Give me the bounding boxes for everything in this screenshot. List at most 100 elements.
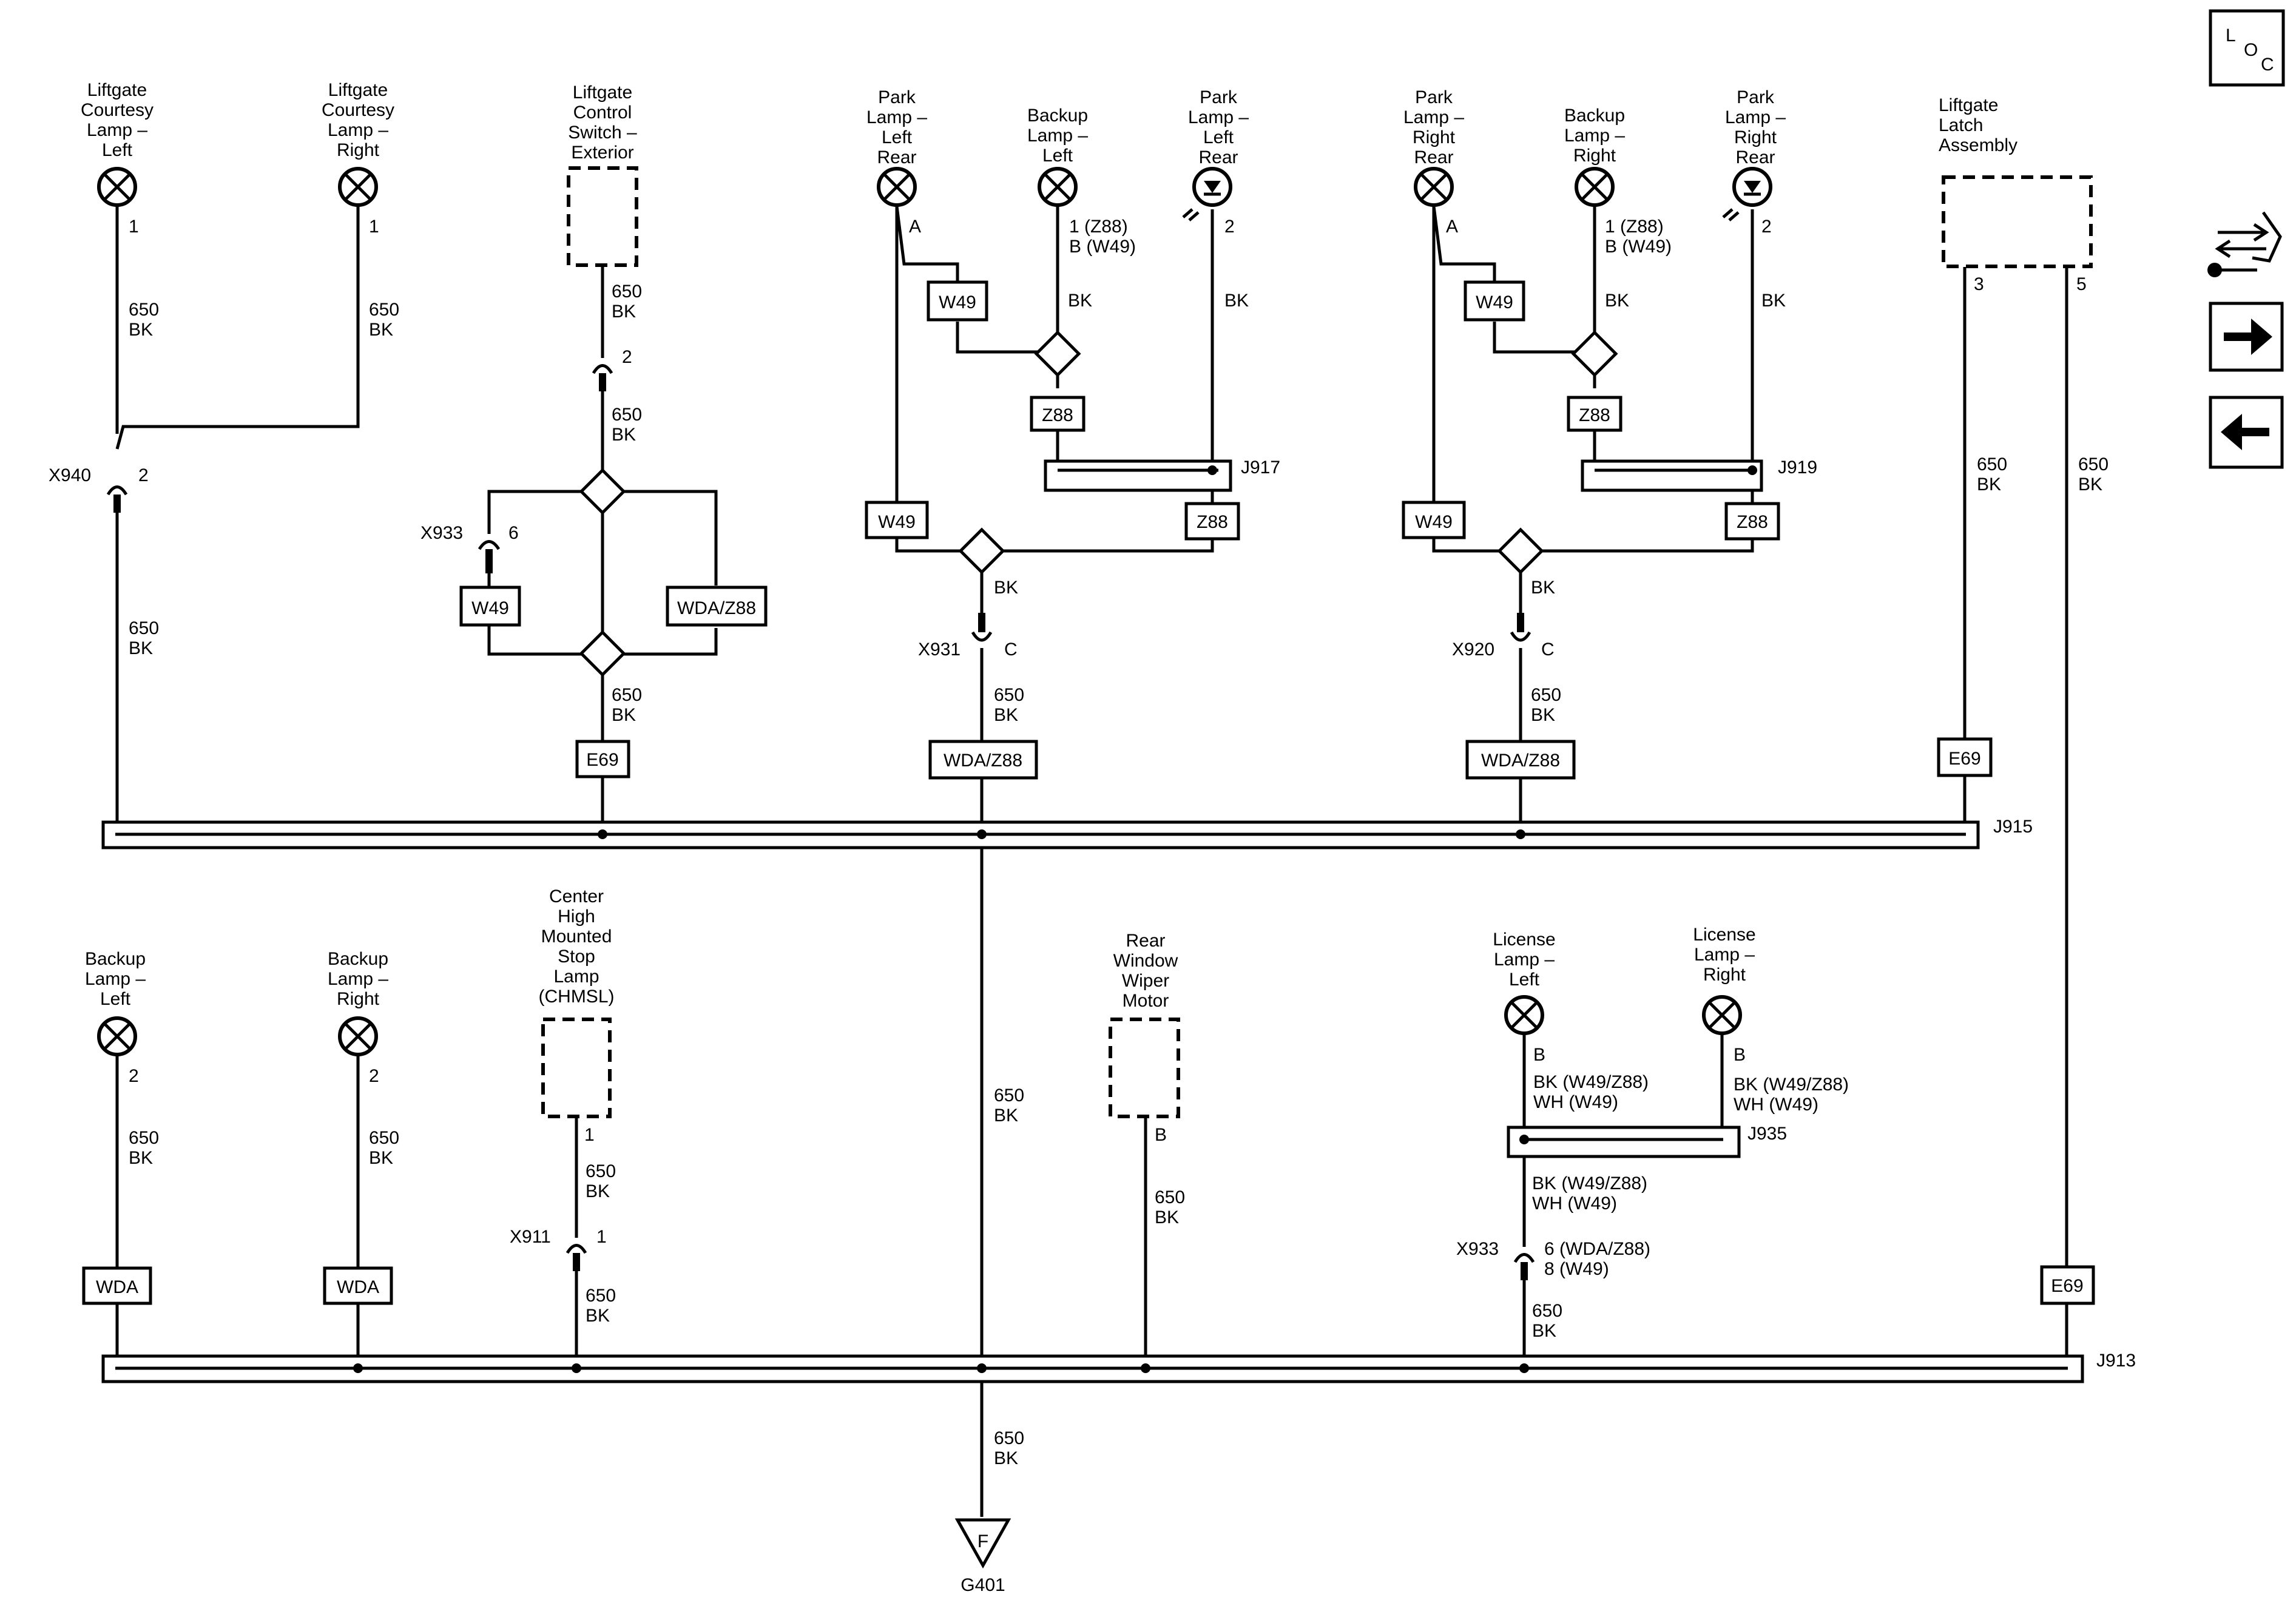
diagram-label: Liftgate: [87, 80, 147, 100]
diagram-label: BK: [129, 1148, 153, 1168]
diagram-label: Lamp –: [1188, 107, 1249, 127]
diagram-label: Lamp –: [1403, 107, 1464, 127]
backup-right-top-title: Backup Lamp – Right: [1564, 106, 1625, 166]
diagram-label: WDA/Z88: [944, 751, 1022, 771]
diagram-label: WDA/Z88: [1481, 751, 1560, 771]
diagram-label: BK: [1761, 291, 1786, 311]
diagram-label: A: [909, 217, 921, 237]
diagram-label: X920: [1452, 640, 1494, 660]
lamp-icon: [97, 167, 137, 207]
diagram-label: Z88: [1737, 512, 1768, 532]
j935-bus: [1507, 1126, 1741, 1158]
diagram-label: BK (W49/Z88): [1533, 1072, 1649, 1092]
wiper-title: Rear Window Wiper Motor: [1113, 931, 1178, 1011]
diagram-label: BK: [2078, 474, 2102, 495]
diagram-label: BK: [1531, 578, 1555, 598]
diagram-label: 650: [2078, 454, 2109, 474]
diagram-label: Mounted: [541, 927, 612, 947]
option-box-wda-z88: WDA/Z88: [928, 740, 1038, 780]
splice-diamond: [958, 527, 1005, 575]
diagram-label: 650: [129, 300, 159, 320]
diagram-label: 1: [369, 217, 379, 237]
arrow-left-icon[interactable]: [2209, 396, 2284, 469]
diagram-label: WH (W49): [1533, 1092, 1618, 1112]
diagram-label: 2: [138, 465, 149, 485]
diagram-label: Center: [549, 886, 604, 906]
diagram-label: BK: [994, 705, 1018, 725]
license-wire-label: BK (W49/Z88) WH (W49) BK (W49/Z88) WH (W…: [1532, 1072, 1849, 1214]
diagram-label: 650: [129, 1128, 159, 1148]
connector-label: X940 X933 X931 X920 X911 X933 J917 J919 …: [49, 457, 2136, 1371]
splice-diamond: [1571, 330, 1618, 377]
diagram-label: C: [2261, 55, 2274, 75]
diagram-label: WDA: [96, 1277, 138, 1297]
latch-box: [1942, 175, 2093, 268]
led-lamp-icon: [1182, 167, 1232, 221]
diagram-label: Lamp –: [1694, 945, 1755, 965]
diagram-label: Left: [1042, 146, 1073, 166]
backup-left-bot-title: Backup Lamp – Left: [85, 949, 146, 1009]
diagram-label: Rear: [1414, 147, 1453, 167]
option-box-e69: E69: [1937, 737, 1993, 777]
arrow-right-icon[interactable]: [2209, 302, 2284, 372]
diagram-label: BK: [1605, 291, 1629, 311]
option-box-w49: W49: [459, 586, 521, 627]
diagram-label: WDA: [337, 1277, 379, 1297]
diagram-label: 5: [2076, 274, 2087, 294]
x920-connector: [1510, 613, 1531, 642]
lamp-icon: [1504, 995, 1544, 1035]
diagram-label: 1: [129, 217, 139, 237]
diagram-label: Lamp –: [1027, 126, 1088, 146]
diagram-label: E69: [586, 750, 618, 770]
diagram-label: Lamp: [553, 967, 599, 987]
diagram-label: 650: [994, 685, 1024, 705]
option-box-w49: W49: [1464, 280, 1525, 322]
switch-pin2-connector: [592, 364, 613, 391]
diagram-label: Switch –: [568, 123, 637, 143]
lamp-icon: [1702, 995, 1742, 1035]
wrench-swap-icon[interactable]: [2207, 211, 2282, 277]
splice-diamond: [579, 630, 626, 677]
wiper-box: [1109, 1018, 1180, 1118]
diagram-label: BK: [1068, 291, 1092, 311]
lamp-icon: [1038, 167, 1078, 207]
diagram-label: Lamp –: [1564, 126, 1625, 146]
diagram-label: Motor: [1123, 991, 1169, 1011]
option-box-z88: Z88: [1724, 502, 1780, 541]
diagram-label: Courtesy: [322, 100, 394, 120]
diagram-label: BK: [1531, 705, 1555, 725]
diagram-label: Left: [102, 140, 133, 160]
diagram-label: BK: [612, 705, 636, 725]
led-lamp-icon: [1722, 167, 1772, 221]
diagram-label: W49: [471, 598, 509, 618]
diagram-label: Window: [1113, 951, 1178, 971]
diagram-label: Liftgate: [1939, 95, 1998, 115]
loc-icon[interactable]: L O C: [2209, 9, 2285, 87]
diagram-label: 650: [612, 405, 642, 425]
diagram-label: Left: [100, 989, 131, 1009]
option-box-wda: WDA: [82, 1266, 152, 1305]
diagram-label: X931: [918, 640, 961, 660]
park-left-title: Park Lamp – Left Rear: [866, 87, 927, 167]
diagram-label: Backup: [328, 949, 388, 969]
diagram-label: Wiper: [1122, 971, 1169, 991]
diagram-label: BK: [129, 320, 153, 340]
diagram-label: B: [1734, 1045, 1746, 1065]
diagram-label: J935: [1747, 1124, 1787, 1144]
diagram-label: Right: [1703, 965, 1746, 985]
diagram-label: 650: [586, 1286, 616, 1306]
diagram-label: Latch: [1939, 115, 1983, 135]
option-box-wda-z88: WDA/Z88: [666, 586, 768, 627]
pin-label: 1 1 2 A 1 (Z88) B (W49) 2 A 1 (Z88) B (W…: [129, 217, 2087, 1279]
diagram-label: BK: [612, 425, 636, 445]
diagram-label: W49: [878, 512, 916, 532]
diagram-label: BK: [994, 1106, 1018, 1126]
diagram-label: BK: [994, 578, 1018, 598]
option-box-z88: Z88: [1030, 396, 1086, 432]
license-right-title: License Lamp – Right: [1693, 925, 1755, 985]
diagram-label: Left: [882, 127, 913, 147]
option-box-e69: E69: [2040, 1265, 2095, 1305]
option-box-w49: W49: [927, 280, 988, 322]
